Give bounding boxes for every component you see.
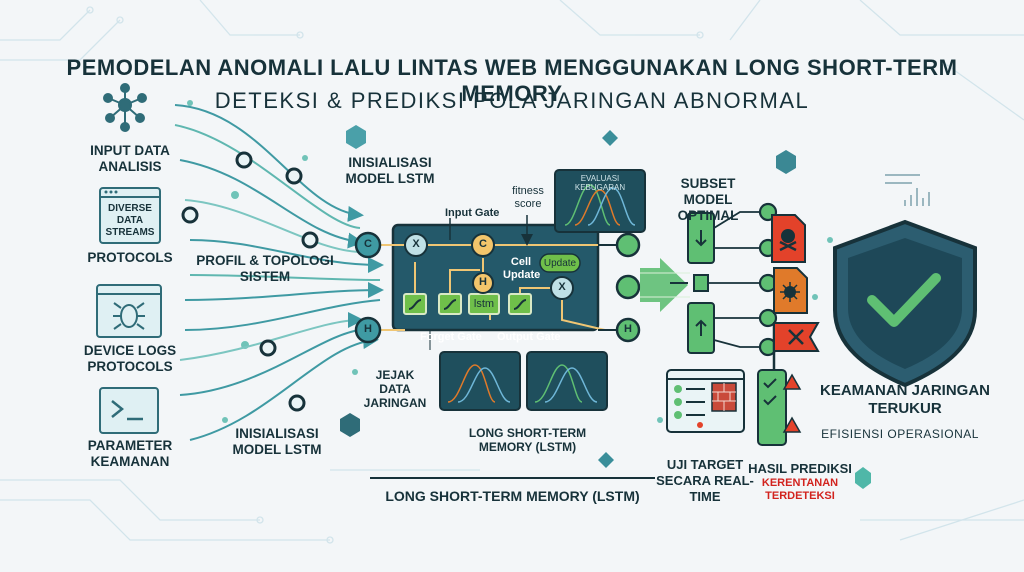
output-gate-label: Output Gate (497, 331, 561, 343)
c-input-label: C (364, 238, 372, 250)
cell-node (471, 233, 495, 257)
diverse-streams-label: DIVERSE DATA STREAMS (105, 203, 155, 238)
flag-icon (772, 322, 820, 370)
hidden-node-label: H (479, 276, 487, 288)
chart-icon (885, 174, 930, 206)
background-circuits (0, 0, 1024, 544)
update-badge-label: Update (543, 258, 577, 269)
device-logs-label: DEVICE LOGS PROTOCOLS (83, 343, 177, 374)
big-arrow (640, 258, 688, 312)
multiply-node-bottom (550, 276, 574, 300)
uji-label: UJI TARGET SECARA REAL-TIME (656, 457, 754, 504)
c-input-node (354, 231, 382, 259)
skull-file-icon (771, 214, 806, 263)
lstm-main-caption: LONG SHORT-TERM MEMORY (LSTM) (385, 488, 640, 504)
input-data-label: INPUT DATA ANALISIS (90, 143, 170, 174)
hasil-label: HASIL PREDIKSI (748, 461, 852, 476)
checklist-icon (666, 369, 745, 433)
cell-node-label: C (479, 238, 487, 250)
subset-label: SUBSET MODEL OPTIMAL (677, 176, 739, 223)
h-output-label: H (624, 323, 632, 335)
update-badge (539, 253, 581, 273)
kerentanan-label: KERENTANAN TERDETEKSI (761, 477, 839, 502)
page-title: PEMODELAN ANOMALI LALU LINTAS WEB MENGGU… (66, 55, 958, 106)
decor-cubes (340, 125, 871, 489)
efisiensi-label: EFISIENSI OPERASIONAL (821, 427, 979, 441)
fitness-label: fitness score (512, 185, 544, 210)
forget-gate-label: Forget Gate (420, 331, 482, 343)
h-input-label: H (364, 323, 372, 335)
subset-blocks (670, 212, 715, 354)
jejak-label: JEJAK DATA JARINGAN (363, 368, 427, 410)
fan-lines (708, 211, 765, 348)
h-input-node (354, 316, 382, 344)
terminal-icon (99, 387, 159, 434)
hidden-node (472, 272, 494, 294)
cell-update-label: Cell Update (503, 256, 541, 281)
multiply-node-top (404, 233, 428, 257)
multiply-bottom-label: X (558, 281, 566, 293)
lstm-caption: LONG SHORT-TERM MEMORY (LSTM) (468, 426, 587, 454)
shield-check-icon (833, 219, 977, 388)
bug-icon (96, 284, 162, 338)
keamanan-label: KEAMANAN JARINGAN TERUKUR (820, 382, 991, 417)
input-nodes (181, 151, 319, 412)
init-bottom-label: INISIALISASI MODEL LSTM (232, 426, 322, 457)
result-bar (757, 369, 802, 446)
profil-label: PROFIL & TOPOLOGI SISTEM (196, 253, 334, 284)
multiply-top-label: X (412, 238, 420, 250)
h-output-node (615, 317, 641, 343)
evaluation-panel (554, 169, 646, 233)
lstm-box-label: lstm (473, 298, 495, 310)
virus-file-icon (773, 267, 808, 314)
init-top-label: INISIALISASI MODEL LSTM (345, 155, 435, 186)
input-flow-lines (174, 104, 384, 441)
input-gate-label: Input Gate (445, 207, 500, 219)
eval-title: EVALUASI KEBUGARAN (574, 174, 626, 192)
protocols-label: PROTOCOLS (87, 250, 173, 265)
parameter-label: PARAMETER KEAMANAN (87, 438, 173, 469)
streams-icon (99, 187, 161, 244)
page-subtitle: DETEKSI & PREDIKSI POLA JARINGAN ABNORMA… (214, 88, 810, 113)
distribution-panels (439, 351, 608, 411)
c-output-node (615, 232, 641, 258)
middle-output-node (615, 274, 641, 300)
network-icon (103, 83, 147, 132)
